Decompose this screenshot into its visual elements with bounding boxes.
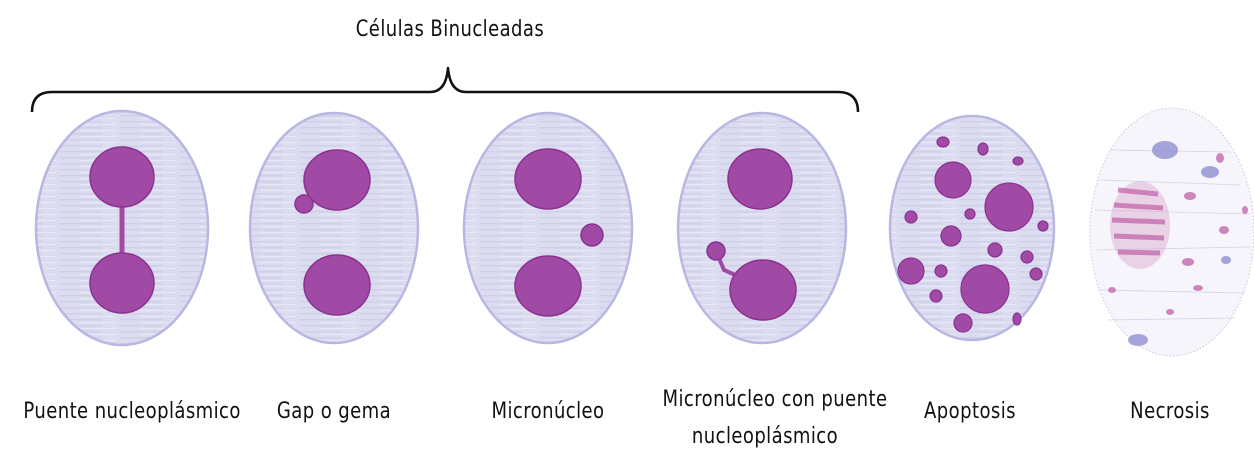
cell-necrosis-icon [1089,107,1254,357]
nucleus [303,149,371,211]
micronucleus [706,241,726,261]
cell-apoptosis-icon [888,114,1056,342]
nucleus [727,148,793,210]
label-micronucleo-con-puente: Micronúcleo con puente nucleoplásmico [662,381,888,455]
label-necrosis: Necrosis [1130,399,1210,424]
label-micronucleo: Micronúcleo [491,399,605,424]
binucleate-bracket [30,66,860,113]
label-puente-nucleoplasmico: Puente nucleoplásmico [23,399,241,424]
cell-micronucleus-icon [462,111,634,345]
nuclear-bud [294,194,314,214]
group-title: Células Binucleadas [355,17,545,42]
nucleus [303,254,371,316]
cell-nucleoplasmic-bridge-icon [34,109,210,347]
label-line-1: Micronúcleo con puente [662,387,888,412]
label-gap-o-gema: Gap o gema [276,399,392,424]
cell-micronucleus-bridge-icon [676,111,848,345]
nucleus [514,255,582,317]
label-apoptosis: Apoptosis [924,399,1016,424]
nucleus [729,259,797,321]
label-line-2: nucleoplásmico [691,424,839,449]
cell-bud-icon [248,111,420,345]
micronucleus [580,223,604,247]
nucleus [89,252,155,314]
nucleus [514,148,582,210]
nucleus [89,146,155,208]
